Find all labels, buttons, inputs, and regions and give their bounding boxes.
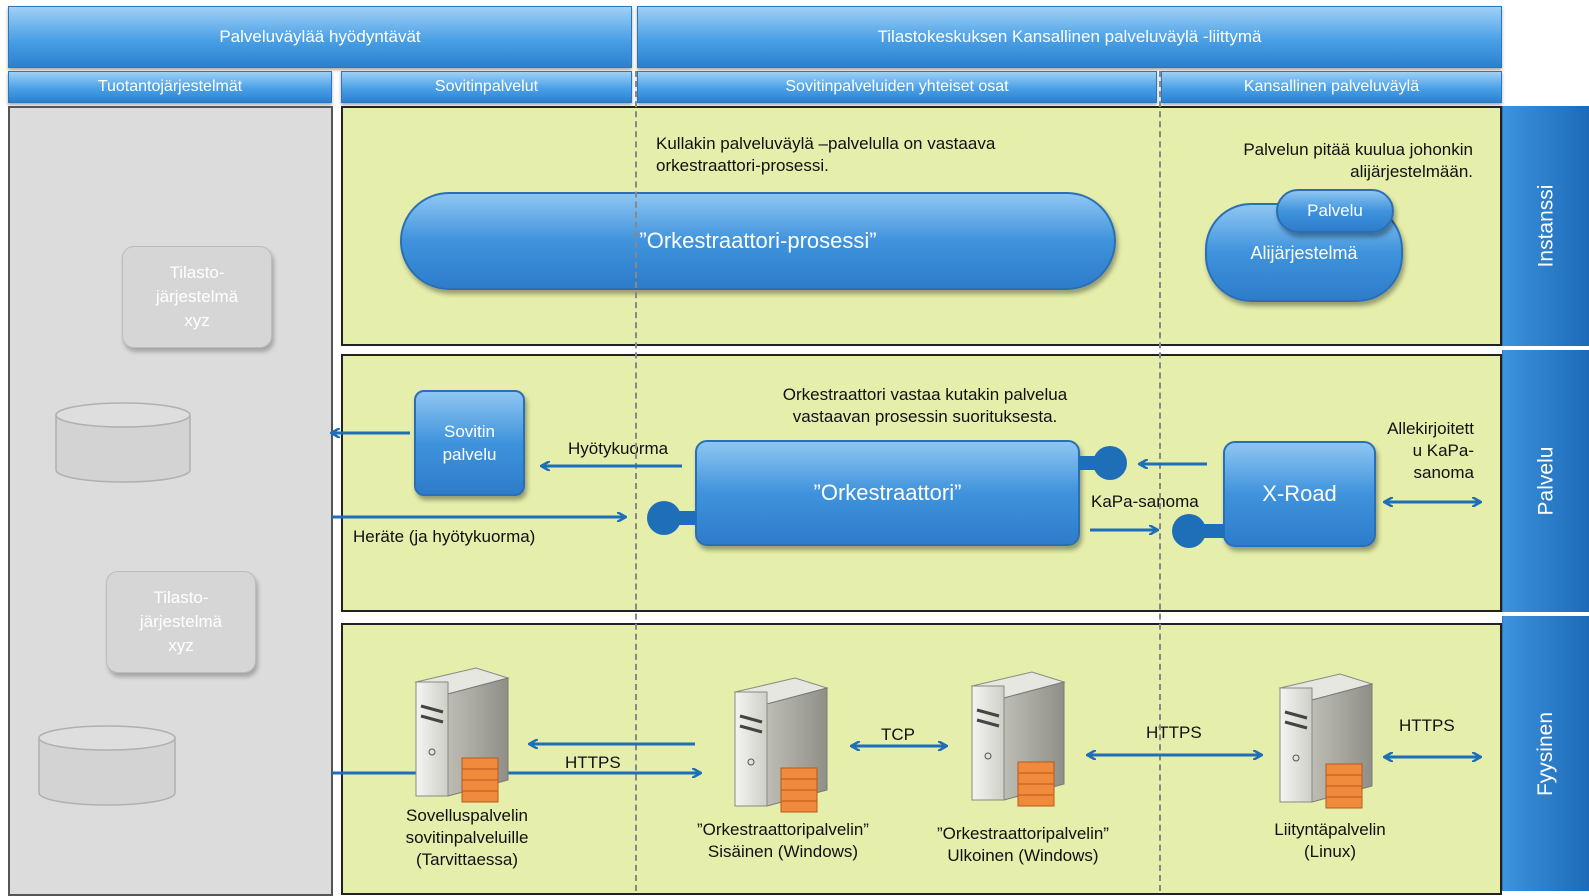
instance-note-left: Kullakin palveluväylä –palvelulla on vas… (656, 134, 996, 175)
connector-xroad-left (1172, 514, 1224, 548)
server-icon-gateway (1278, 673, 1374, 809)
label-payload: Hyötykuorma (568, 439, 669, 458)
server-label-adapter-app: Sovelluspalvelin sovitinpalveluille (Tar… (405, 806, 529, 869)
database-icon-1 (55, 402, 191, 483)
service-pill: Palvelu (1276, 189, 1394, 233)
orchestrator: ”Orkestraattori” (695, 440, 1080, 546)
service-note: Orkestraattori vastaa kutakin palvelua v… (782, 385, 1068, 426)
label-signed-message: Allekirjoitett u KaPa- sanoma (1387, 419, 1474, 482)
server-label-gateway: Liityntäpalvelin (Linux) (1274, 820, 1386, 861)
production-system-2: Tilasto- järjestelmä xyz (106, 571, 256, 673)
divider-shared-national (1159, 71, 1161, 891)
column-header-production: Tuotantojärjestelmät (8, 71, 332, 103)
orchestrator-process: ”Orkestraattori-prosessi” (400, 192, 1116, 290)
label-tcp: TCP (881, 725, 915, 744)
row-label-physical: Fyysinen (1502, 616, 1589, 891)
adapter-service: Sovitin palvelu (414, 390, 525, 496)
header-right: Tilastokeskuksen Kansallinen palveluväyl… (637, 6, 1502, 68)
label-https-3: HTTPS (1399, 716, 1455, 735)
connector-orch-right (1078, 446, 1127, 480)
server-label-orch-internal: ”Orkestraattoripalvelin” Sisäinen (Windo… (697, 820, 869, 861)
label-kapa-message: KaPa-sanoma (1091, 492, 1199, 511)
column-header-national-bus: Kansallinen palveluväylä (1161, 71, 1502, 103)
connector-orch-left (647, 501, 696, 535)
x-road: X-Road (1223, 441, 1376, 547)
server-icon-orch-internal (733, 677, 829, 813)
server-icon-adapter-app (414, 667, 510, 803)
column-header-adapters: Sovitinpalvelut (341, 71, 632, 103)
divider-adapters-shared (635, 71, 637, 891)
server-label-orch-external: ”Orkestraattoripalvelin” Ulkoinen (Windo… (937, 824, 1109, 865)
server-icon-orch-external (970, 671, 1066, 807)
label-trigger: Heräte (ja hyötykuorma) (353, 527, 536, 546)
header-left: Palveluväylää hyödyntävät (8, 6, 632, 68)
instance-note-right: Palvelun pitää kuulua johonkin alijärjes… (1243, 140, 1473, 181)
column-header-shared-parts: Sovitinpalveluiden yhteiset osat (637, 71, 1157, 103)
row-label-instance: Instanssi (1502, 106, 1589, 346)
production-system-1: Tilasto- järjestelmä xyz (122, 246, 272, 348)
label-https-1: HTTPS (565, 753, 621, 772)
row-label-service: Palvelu (1502, 350, 1589, 612)
database-icon-2 (38, 725, 176, 806)
